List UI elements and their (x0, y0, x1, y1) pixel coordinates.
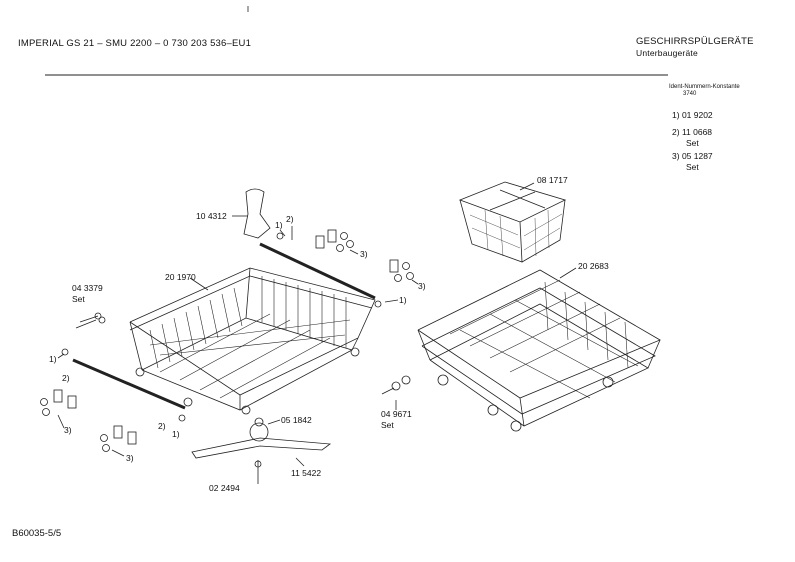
callout-3: 3) (360, 249, 368, 259)
legend-number: 1) (672, 110, 680, 120)
callout-3: 3) (126, 453, 134, 463)
legend-note: Set (686, 162, 699, 172)
footer-code: B60035-5/5 (12, 528, 62, 539)
part-label-10-4312: 10 4312 (196, 211, 227, 221)
document-title: IMPERIAL GS 21 – SMU 2200 – 0 730 203 53… (18, 38, 252, 49)
legend-item-3: 3) 05 1287 (672, 151, 713, 161)
part-label-04-9671: 04 9671 (381, 409, 412, 419)
part-label-02-2494: 02 2494 (209, 483, 240, 493)
callout-1: 1) (275, 220, 283, 230)
cutlery-basket (458, 181, 567, 263)
part-label-20-1970: 20 1970 (165, 272, 196, 282)
legend-item-1: 1) 01 9202 (672, 110, 713, 120)
part-label-20-2683: 20 2683 (578, 261, 609, 271)
ident-label: Ident-Nummern-Konstante (669, 84, 740, 90)
ident-value: 3740 (683, 91, 697, 97)
lower-basket (72, 188, 376, 415)
part-label-08-1717: 08 1717 (537, 175, 568, 185)
category-title: GESCHIRRSPÜLGERÄTE (636, 36, 754, 47)
part-label-04-9671-set: Set (381, 420, 394, 430)
part-label-04-3379-set: Set (72, 294, 85, 304)
callout-2: 2) (158, 421, 166, 431)
legend-number: 3) (672, 151, 680, 161)
callout-3: 3) (418, 281, 426, 291)
category-subtitle: Unterbaugeräte (636, 48, 698, 58)
legend-number: 2) (672, 127, 680, 137)
callout-1: 1) (172, 429, 180, 439)
legend-item-2: 2) 11 0668 (672, 127, 712, 137)
legend-code: 05 1287 (681, 151, 713, 161)
legend-code: 01 9202 (681, 110, 713, 120)
part-label-04-3379: 04 3379 (72, 283, 103, 293)
legend-code: 11 0668 (681, 127, 713, 137)
callout-2: 2) (286, 214, 294, 224)
part-label-05-1842: 05 1842 (281, 415, 312, 425)
callout-3: 3) (64, 425, 72, 435)
callout-2: 2) (62, 373, 70, 383)
legend-note: Set (686, 138, 699, 148)
spray-arm (191, 417, 332, 474)
upper-basket (417, 269, 661, 432)
part-label-11-5422: 11 5422 (291, 468, 322, 478)
callout-1: 1) (399, 295, 407, 305)
callout-1: 1) (49, 354, 57, 364)
hardware-parts (40, 182, 577, 484)
